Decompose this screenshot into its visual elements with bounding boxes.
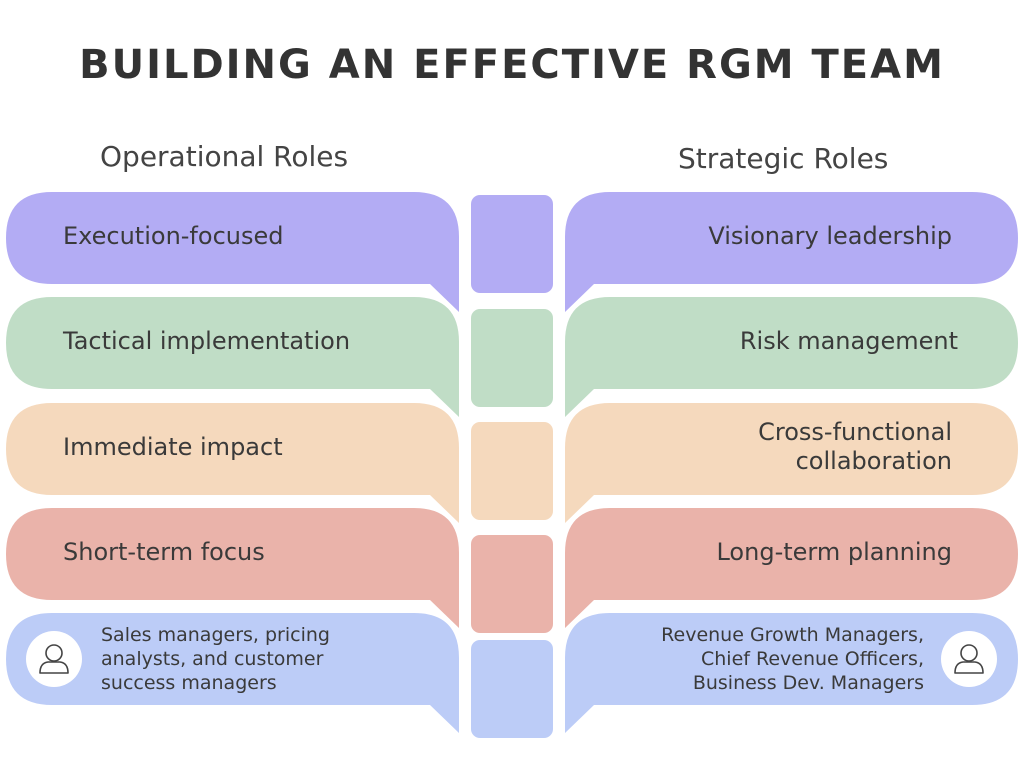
strategic-role-1: Visionary leadership	[708, 222, 952, 250]
strategic-role-3-line-2: collaboration	[795, 447, 952, 475]
left-bubble-1	[6, 192, 459, 312]
strategic-role-3-line-1: Cross-functional	[758, 418, 952, 446]
left-bubble-4	[6, 508, 459, 628]
row-1-shapes	[6, 192, 1018, 312]
strategic-people-line-2: Chief Revenue Officers,	[701, 648, 924, 670]
strategic-role-4: Long-term planning	[716, 538, 952, 566]
left-bubble-5	[6, 613, 459, 733]
left-bubble-2	[6, 297, 459, 417]
row-2-shapes	[6, 297, 1018, 417]
strategic-people-line-1: Revenue Growth Managers,	[661, 624, 924, 646]
center-block-2	[471, 309, 553, 407]
center-block-4	[471, 535, 553, 633]
right-bubble-2	[565, 297, 1018, 417]
row-3-shapes	[6, 403, 1018, 523]
operational-roles-heading: Operational Roles	[100, 140, 349, 173]
left-bubble-3	[6, 403, 459, 523]
center-block-3	[471, 422, 553, 520]
person-icon	[26, 631, 82, 687]
right-bubble-1	[565, 192, 1018, 312]
person-icon	[941, 631, 997, 687]
page-title: BUILDING AN EFFECTIVE RGM TEAM	[79, 42, 945, 88]
row-5-shapes	[6, 613, 1018, 738]
strategic-roles-heading: Strategic Roles	[678, 142, 889, 175]
right-bubble-5	[565, 613, 1018, 733]
center-block-5	[471, 640, 553, 738]
right-bubble-3	[565, 403, 1018, 523]
center-block-1	[471, 195, 553, 293]
operational-people-list: Sales managers, pricing analysts, and cu…	[101, 623, 431, 695]
strategic-role-2: Risk management	[739, 327, 958, 355]
operational-role-1: Execution-focused	[63, 222, 284, 250]
operational-people-line-3: success managers	[101, 672, 277, 694]
strategic-people-list: Revenue Growth Managers, Chief Revenue O…	[584, 623, 924, 695]
operational-people-line-1: Sales managers, pricing	[101, 624, 330, 646]
right-bubble-4	[565, 508, 1018, 628]
operational-role-4: Short-term focus	[63, 538, 265, 566]
operational-role-3: Immediate impact	[63, 433, 283, 461]
operational-people-line-2: analysts, and customer	[101, 648, 324, 670]
strategic-people-line-3: Business Dev. Managers	[692, 672, 924, 694]
operational-role-2: Tactical implementation	[63, 327, 351, 355]
row-4-shapes	[6, 508, 1018, 633]
